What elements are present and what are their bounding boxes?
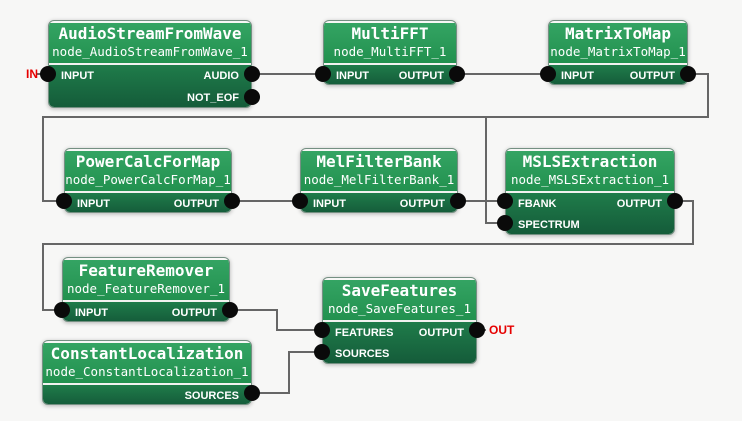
node-ports-area: SOURCES xyxy=(43,385,251,404)
node-header: ConstantLocalization node_ConstantLocali… xyxy=(43,343,251,385)
node-ports-area: FBANK OUTPUT SPECTRUM xyxy=(506,193,674,234)
port-label-input: INPUT xyxy=(75,306,108,319)
port-label-features: FEATURES xyxy=(335,326,394,339)
port-label-input: INPUT xyxy=(61,70,94,82)
node-header: MSLSExtraction node_MSLSExtraction_1 xyxy=(506,151,674,193)
port-label-output: OUTPUT xyxy=(629,69,675,82)
node-matrixtomap[interactable]: MatrixToMap node_MatrixToMap_1 INPUT OUT… xyxy=(548,20,688,85)
node-instance-name: node_FeatureRemover_1 xyxy=(66,281,226,296)
node-instance-name: node_SaveFeatures_1 xyxy=(328,301,471,316)
wire-msls-output-to-featureremover-input[interactable] xyxy=(42,200,694,311)
port-label-output: OUTPUT xyxy=(171,306,217,319)
node-ports-area: INPUT OUTPUT xyxy=(549,65,687,84)
node-ports-area: INPUT AUDIO NOT_EOF xyxy=(49,65,251,107)
port-label-input: INPUT xyxy=(336,69,369,82)
node-constantlocalization[interactable]: ConstantLocalization node_ConstantLocali… xyxy=(42,340,252,405)
node-title: MultiFFT xyxy=(351,24,429,43)
node-header: AudioStreamFromWave node_AudioStreamFrom… xyxy=(49,23,251,65)
port-savefeatures-output[interactable] xyxy=(469,322,485,338)
port-melfilterbank-input[interactable] xyxy=(292,193,308,209)
node-header: FeatureRemover node_FeatureRemover_1 xyxy=(63,260,229,302)
node-ports-area: INPUT OUTPUT xyxy=(63,302,229,321)
node-title: SaveFeatures xyxy=(341,281,458,300)
port-constantlocalization-sources[interactable] xyxy=(244,385,260,401)
node-audiostreamfromwave[interactable]: AudioStreamFromWave node_AudioStreamFrom… xyxy=(48,20,252,108)
port-label-output: OUTPUT xyxy=(616,197,662,210)
node-savefeatures[interactable]: SaveFeatures node_SaveFeatures_1 FEATURE… xyxy=(322,277,477,364)
port-label-output: OUTPUT xyxy=(173,197,219,210)
node-title: ConstantLocalization xyxy=(50,344,244,363)
port-powercalcformap-output[interactable] xyxy=(224,193,240,209)
node-header: MelFilterBank node_MelFilterBank_1 xyxy=(301,151,457,193)
node-multifft[interactable]: MultiFFT node_MultiFFT_1 INPUT OUTPUT xyxy=(323,20,457,85)
wire-matrixtomap-output-to-powercalc-input[interactable] xyxy=(42,73,709,202)
port-label-output: OUTPUT xyxy=(418,326,464,339)
node-instance-name: node_MatrixToMap_1 xyxy=(550,44,686,59)
port-mslsextraction-spectrum[interactable] xyxy=(497,215,513,231)
node-instance-name: node_AudioStreamFromWave_1 xyxy=(52,44,248,59)
port-label-fbank: FBANK xyxy=(518,197,557,210)
node-header: MatrixToMap node_MatrixToMap_1 xyxy=(549,23,687,65)
port-powercalcformap-input[interactable] xyxy=(56,193,72,209)
node-title: PowerCalcForMap xyxy=(75,152,221,171)
node-instance-name: node_MelFilterBank_1 xyxy=(303,172,455,187)
node-ports-area: INPUT OUTPUT xyxy=(301,193,457,212)
port-featureremover-output[interactable] xyxy=(222,302,238,318)
port-audiostreamfromwave-audio[interactable] xyxy=(244,66,260,82)
port-label-not-eof: NOT_EOF xyxy=(187,92,239,104)
graph-output-label: OUT xyxy=(489,323,515,337)
node-header: MultiFFT node_MultiFFT_1 xyxy=(324,23,456,65)
port-label-output: OUTPUT xyxy=(399,197,445,210)
node-instance-name: node_ConstantLocalization_1 xyxy=(45,364,249,379)
port-label-output: OUTPUT xyxy=(398,69,444,82)
node-ports-area: FEATURES OUTPUT SOURCES xyxy=(323,322,476,363)
node-melfilterbank[interactable]: MelFilterBank node_MelFilterBank_1 INPUT… xyxy=(300,148,458,213)
port-mslsextraction-fbank[interactable] xyxy=(497,193,513,209)
node-title: MSLSExtraction xyxy=(522,152,658,171)
port-audiostreamfromwave-not-eof[interactable] xyxy=(244,89,260,105)
port-label-input: INPUT xyxy=(313,197,346,210)
port-matrixtomap-output[interactable] xyxy=(680,66,696,82)
node-header: SaveFeatures node_SaveFeatures_1 xyxy=(323,280,476,322)
port-audiostreamfromwave-input[interactable] xyxy=(40,66,56,82)
port-savefeatures-sources[interactable] xyxy=(314,344,330,360)
port-label-input: INPUT xyxy=(77,197,110,210)
port-featureremover-input[interactable] xyxy=(54,302,70,318)
node-instance-name: node_MultiFFT_1 xyxy=(333,44,447,59)
node-title: FeatureRemover xyxy=(78,261,214,280)
port-matrixtomap-input[interactable] xyxy=(540,66,556,82)
node-powercalcformap[interactable]: PowerCalcForMap node_PowerCalcForMap_1 I… xyxy=(64,148,232,213)
port-label-input: INPUT xyxy=(561,69,594,82)
port-label-audio: AUDIO xyxy=(203,70,239,82)
node-ports-area: INPUT OUTPUT xyxy=(65,193,231,212)
node-instance-name: node_PowerCalcForMap_1 xyxy=(65,172,231,187)
port-mslsextraction-output[interactable] xyxy=(667,193,683,209)
node-ports-area: INPUT OUTPUT xyxy=(324,65,456,84)
wire-featureremover-output-to-savefeatures-features[interactable] xyxy=(230,309,322,331)
node-title: MelFilterBank xyxy=(316,152,442,171)
port-multifft-output[interactable] xyxy=(449,66,465,82)
node-header: PowerCalcForMap node_PowerCalcForMap_1 xyxy=(65,151,231,193)
node-mslsextraction[interactable]: MSLSExtraction node_MSLSExtraction_1 FBA… xyxy=(505,148,675,235)
node-instance-name: node_MSLSExtraction_1 xyxy=(510,172,670,187)
node-title: AudioStreamFromWave xyxy=(58,24,242,43)
port-melfilterbank-output[interactable] xyxy=(450,193,466,209)
graph-input-label: IN xyxy=(26,67,38,81)
port-label-sources: SOURCES xyxy=(335,348,390,361)
node-title: MatrixToMap xyxy=(565,24,671,43)
port-label-spectrum: SPECTRUM xyxy=(518,219,580,232)
node-featureremover[interactable]: FeatureRemover node_FeatureRemover_1 INP… xyxy=(62,257,230,322)
port-multifft-input[interactable] xyxy=(315,66,331,82)
wire-constantlocalization-sources-to-savefeatures-sources[interactable] xyxy=(252,351,322,394)
port-label-sources: SOURCES xyxy=(184,389,239,402)
port-savefeatures-features[interactable] xyxy=(314,322,330,338)
